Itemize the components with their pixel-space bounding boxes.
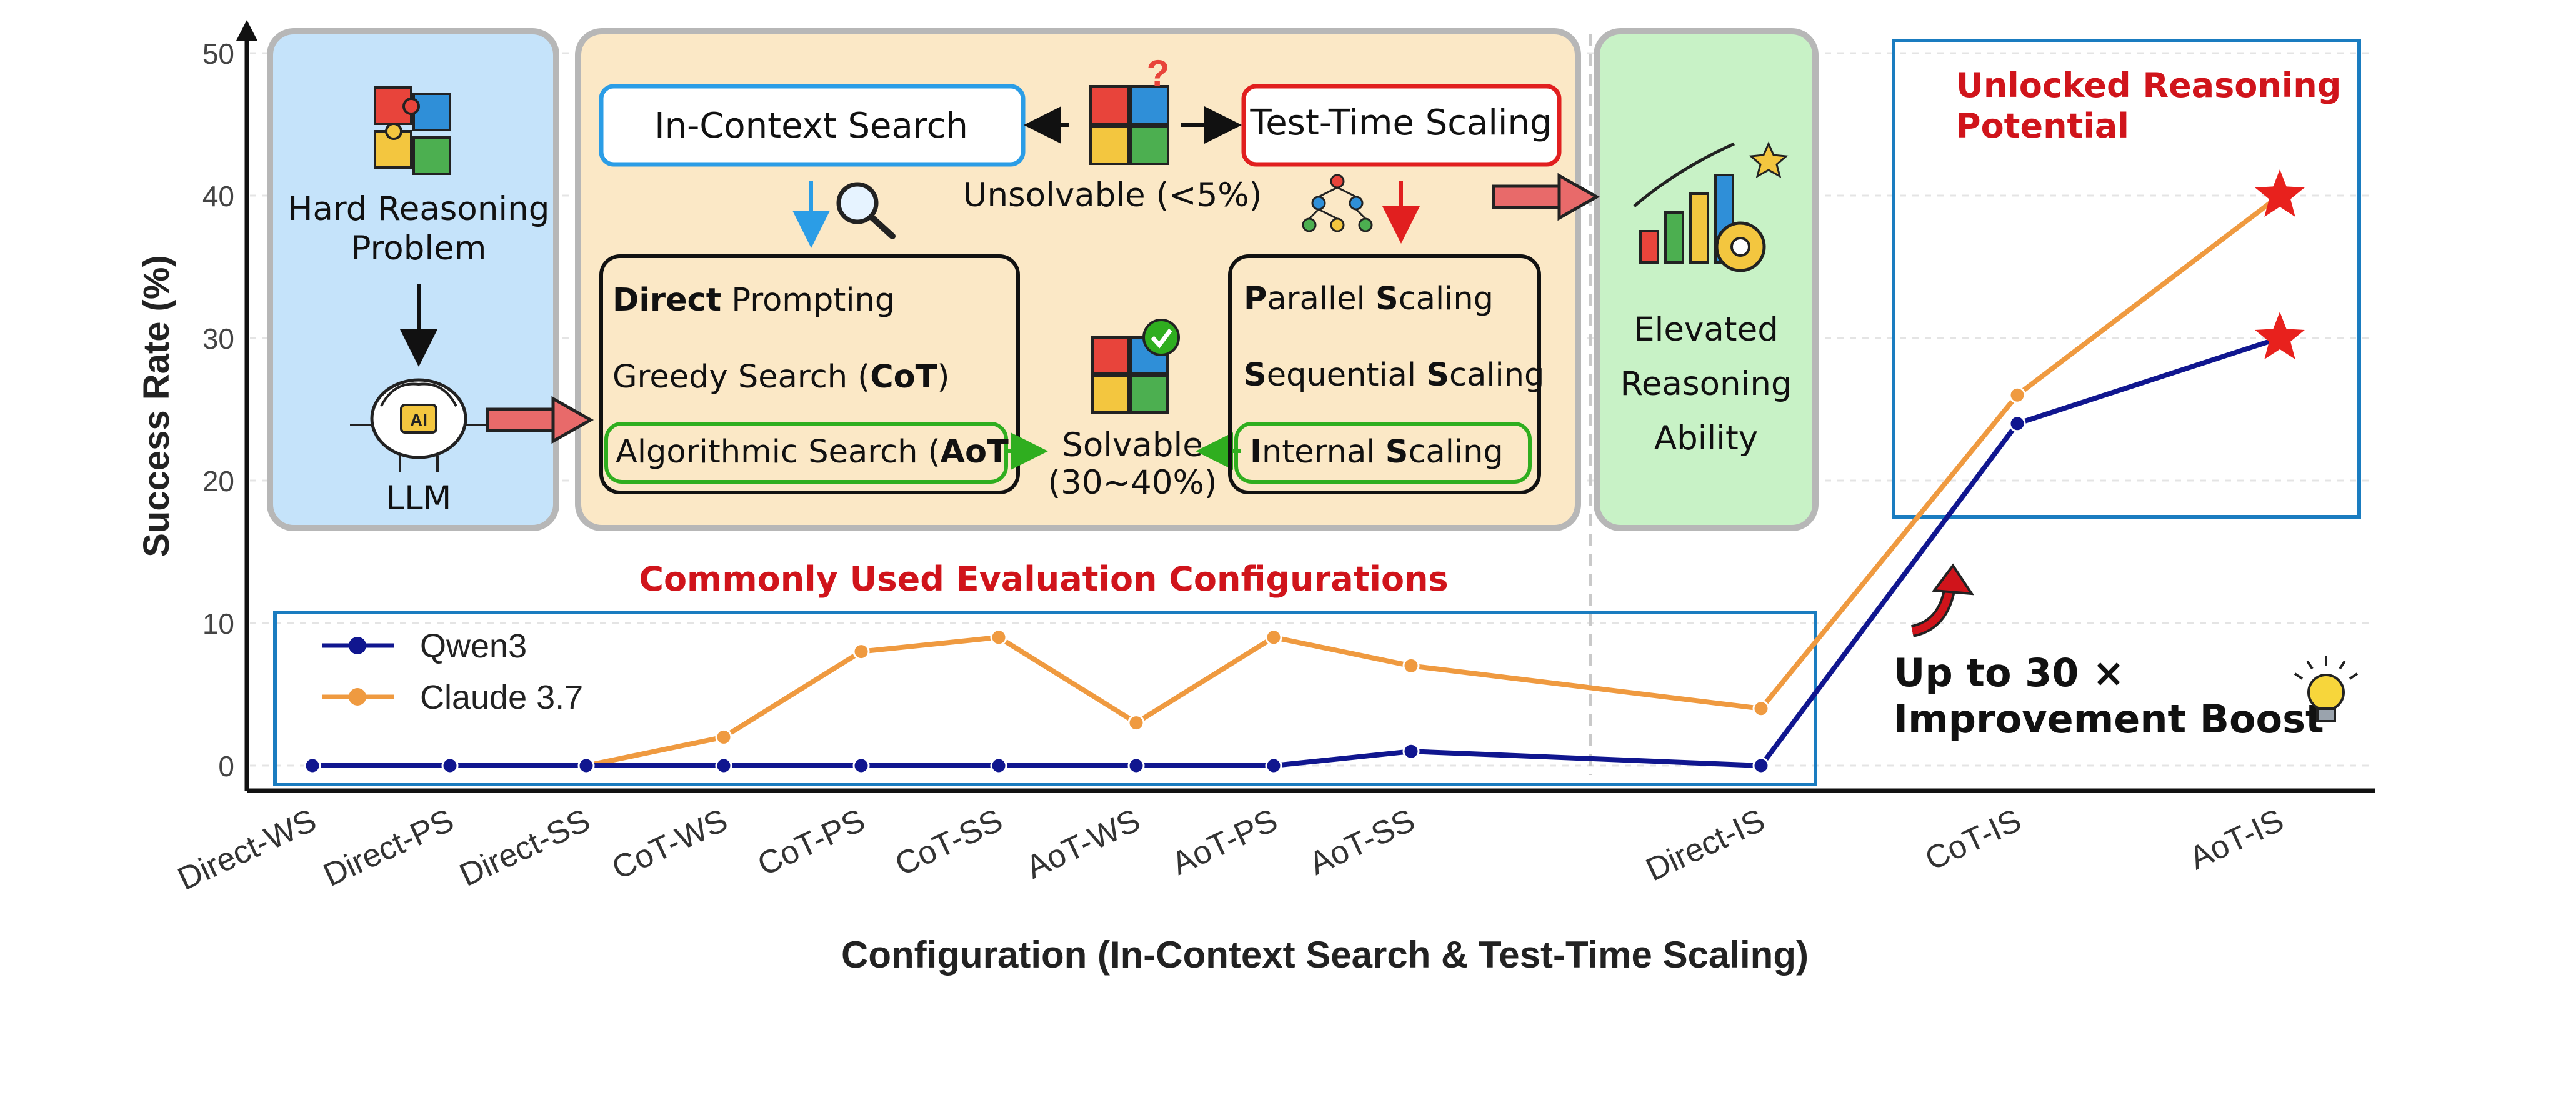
legend-marker-qwen3 [349,637,366,654]
y-tick-0: 0 [218,750,234,782]
y-tick-labels: 0 10 20 30 40 50 [202,38,234,782]
ai-chip-text: AI [410,411,427,430]
flow-arrow-1 [486,396,594,444]
data-point [2009,386,2026,404]
curved-red-arrow [1910,563,1974,638]
question-puzzle-icon: ? [1089,52,1170,165]
data-point [1265,629,1282,646]
test-time-scaling-label: Test-Time Scaling [1250,102,1552,143]
magnifier-icon [836,182,896,239]
data-point [577,757,595,774]
data-point [715,757,732,774]
data-point [1402,657,1420,674]
scaling-methods-box [1228,254,1541,494]
data-point [990,629,1007,646]
x-tick-CoT-WS: CoT-WS [607,802,734,887]
elevated-label-1: Elevated [1634,311,1779,349]
y-axis-arrowhead [236,20,257,41]
star-marker [2255,169,2305,217]
x-tick-AoT-IS: AoT-IS [2184,802,2289,877]
growth-chart-icon [1633,141,1789,272]
x-tick-CoT-SS: CoT-SS [890,802,1009,883]
common-configs-box [273,611,1817,786]
x-tick-AoT-SS: AoT-SS [1304,802,1420,882]
y-tick-30: 30 [202,322,234,355]
unlocked-title-2: Potential [1956,106,2129,146]
internal-highlight-box [1234,422,1532,484]
legend: Qwen3 Claude 3.7 [322,628,583,716]
series-layer [304,169,2305,774]
brain-chip-icon: AI [350,378,487,472]
x-tick-CoT-IS: CoT-IS [1920,802,2027,878]
greedy-search-item: Greedy Search (CoT) [612,359,949,396]
hard-problem-label-1: Hard Reasoning [288,190,550,228]
x-tick-AoT-WS: AoT-WS [1021,802,1146,886]
legend-marker-claude [349,688,366,706]
star-marker [2255,312,2305,359]
data-point [441,757,459,774]
boost-label-1: Up to 30 × [1894,650,2125,696]
solvable-label-2: (30~40%) [1047,464,1217,502]
in-context-methods-box [599,254,1020,494]
elevated-label-3: Ability [1654,419,1758,458]
solved-puzzle-icon [1091,319,1180,414]
internal-scaling-item: Internal Scaling [1250,434,1504,471]
llm-label: LLM [386,479,452,518]
series-line [312,336,2281,768]
svg-text:?: ? [1147,52,1170,94]
data-point [1127,757,1145,774]
flow-arrow-2 [1492,172,1600,221]
common-configs-title: Commonly Used Evaluation Configurations [639,559,1448,599]
tree-icon [1302,174,1373,232]
data-point [990,757,1007,774]
y-tick-40: 40 [202,180,234,212]
data-point [1265,757,1282,774]
data-point [852,757,870,774]
data-point [1402,742,1420,760]
x-tick-Direct-IS: Direct-IS [1640,802,1770,888]
unsolvable-label: Unsolvable (<5%) [963,176,1262,214]
in-context-search-label: In-Context Search [654,106,968,146]
series-qwen3 [304,312,2305,774]
in-context-search-box [599,84,1026,167]
y-tick-10: 10 [202,608,234,640]
lightbulb-icon [2294,656,2359,722]
data-point [304,757,321,774]
elevated-label-2: Reasoning [1620,365,1792,403]
parallel-scaling-item: Parallel Scaling [1244,281,1494,318]
unlocked-potential-box [1892,39,2361,519]
data-point [1127,714,1145,732]
data-point [852,643,870,661]
x-tick-Direct-WS: Direct-WS [172,802,322,898]
x-tick-CoT-PS: CoT-PS [752,802,871,883]
data-point [2009,415,2026,432]
puzzle-icon [374,86,451,175]
algorithmic-search-item: Algorithmic Search (AoT) [616,434,1021,471]
legend-label-qwen3: Qwen3 [420,628,527,665]
hard-problem-panel [267,28,559,531]
aot-highlight-box [604,422,1008,484]
direct-prompting-item: Direct Prompting [612,282,895,319]
boost-label-2: Improvement Boost [1894,696,2324,742]
x-tick-Direct-PS: Direct-PS [318,802,459,894]
legend-label-claude: Claude 3.7 [420,679,583,716]
data-point [715,728,732,746]
hard-problem-label-2: Problem [351,229,487,268]
solvable-label-1: Solvable [1062,426,1203,464]
data-point [1752,757,1770,774]
sequential-scaling-item: Sequential Scaling [1244,357,1544,394]
y-tick-20: 20 [202,465,234,498]
y-tick-50: 50 [202,38,234,70]
test-time-scaling-box [1241,84,1562,167]
x-tick-AoT-PS: AoT-PS [1166,802,1283,882]
unlocked-title-1: Unlocked Reasoning [1956,66,2341,105]
y-axis-label: Success Rate (%) [136,255,177,558]
x-axis-label: Configuration (In-Context Search & Test-… [841,934,1809,976]
data-point [1752,700,1770,718]
x-tick-Direct-SS: Direct-SS [454,802,596,894]
